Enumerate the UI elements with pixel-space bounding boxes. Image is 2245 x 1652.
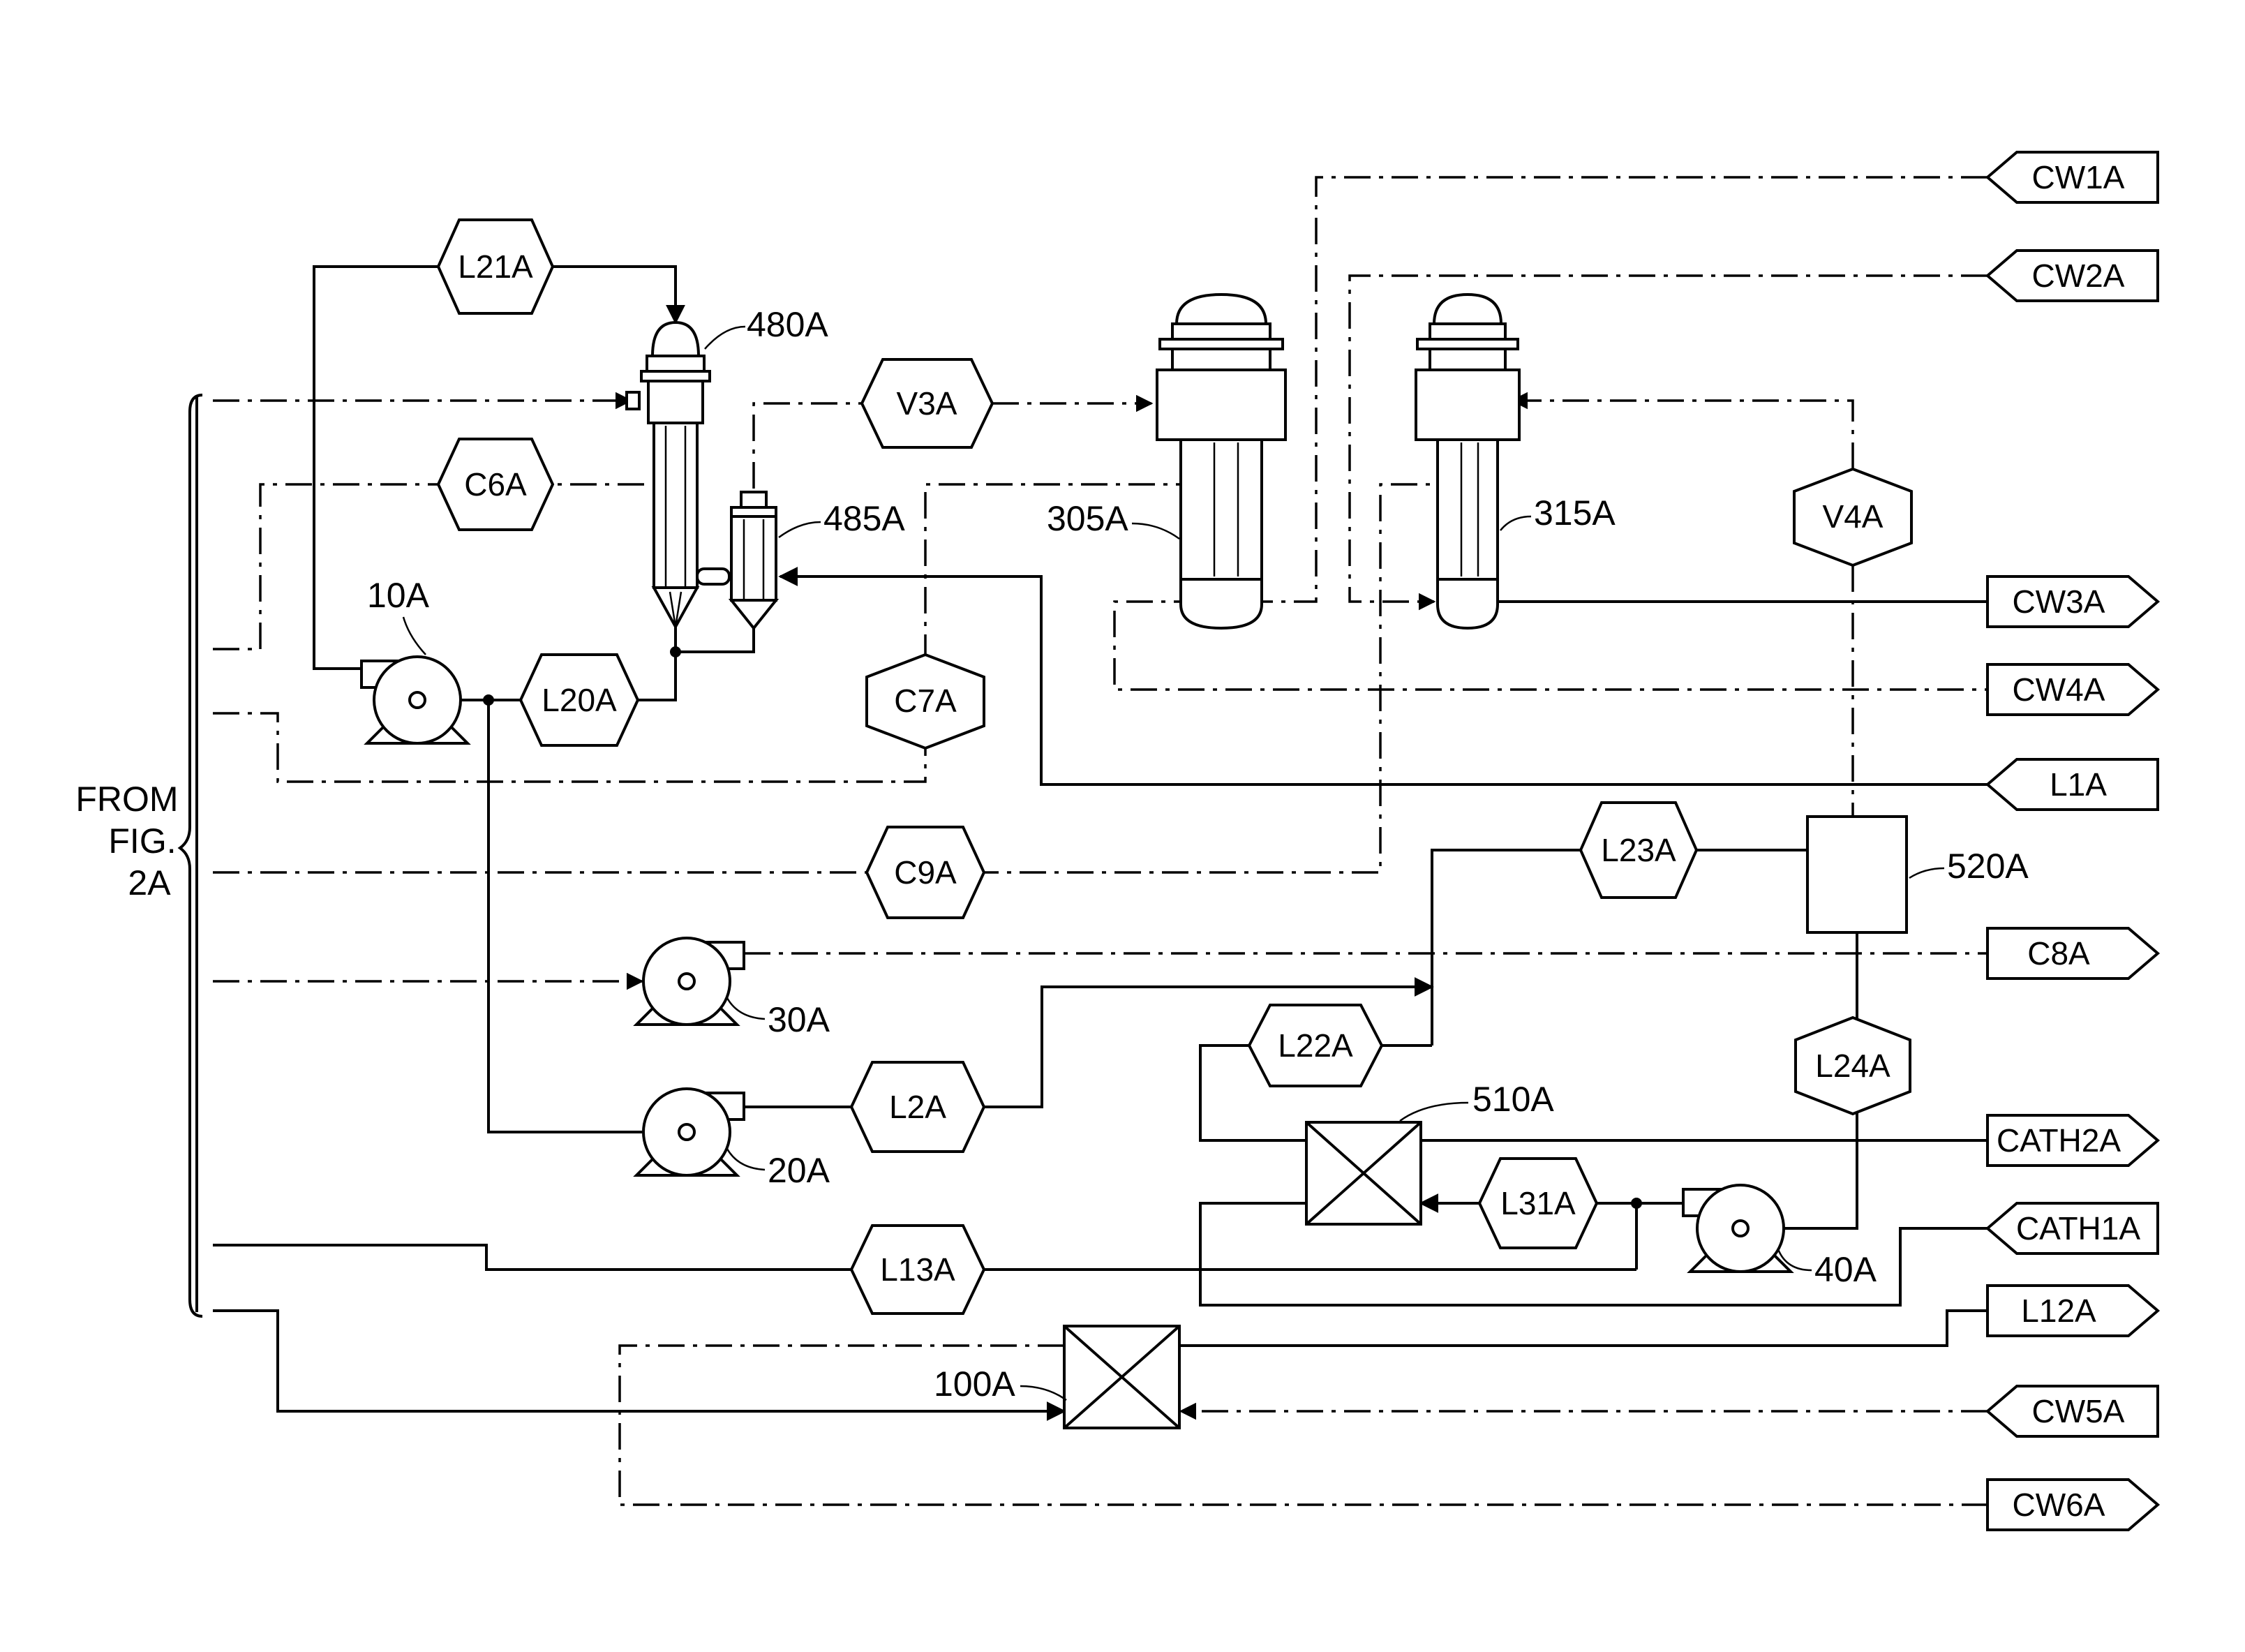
- leader-305: [1132, 523, 1179, 539]
- svg-text:CW5A: CW5A: [2032, 1393, 2125, 1429]
- label-520: 520A: [1947, 847, 2029, 886]
- line-l12: [1179, 1311, 1987, 1346]
- svg-text:C6A: C6A: [464, 466, 527, 503]
- leader-485: [779, 522, 821, 537]
- junction-dot: [483, 694, 494, 706]
- stream-tag-v4: V4A: [1794, 469, 1911, 565]
- connector-cath1: CATH1A: [1987, 1203, 2158, 1253]
- condenser-305: [1157, 295, 1285, 628]
- stream-tag-l21: L21A: [438, 220, 553, 313]
- label-pump-10: 10A: [367, 576, 430, 615]
- svg-text:L24A: L24A: [1815, 1048, 1890, 1084]
- from-note-line2: FIG.: [108, 821, 176, 861]
- leader-315: [1500, 516, 1531, 530]
- junction-dot: [1631, 1198, 1642, 1209]
- pump-40: [1683, 1185, 1791, 1272]
- svg-text:L13A: L13A: [880, 1251, 955, 1288]
- left-brace: [180, 395, 202, 1316]
- svg-text:L1A: L1A: [2050, 766, 2107, 803]
- separator-485: [731, 492, 776, 628]
- svg-text:CW2A: CW2A: [2032, 258, 2125, 294]
- svg-text:CATH1A: CATH1A: [2016, 1210, 2140, 1247]
- label-480: 480A: [747, 305, 828, 344]
- svg-text:L12A: L12A: [2021, 1293, 2096, 1329]
- leader-pump-20: [727, 1149, 765, 1170]
- svg-text:V3A: V3A: [897, 385, 957, 422]
- from-note-line3: 2A: [128, 863, 171, 902]
- connector-cw5: CW5A: [1987, 1386, 2158, 1436]
- pump-20: [636, 1089, 744, 1175]
- svg-text:CATH2A: CATH2A: [1997, 1122, 2121, 1159]
- svg-text:V4A: V4A: [1823, 498, 1884, 535]
- svg-text:CW6A: CW6A: [2013, 1487, 2105, 1523]
- svg-text:CW4A: CW4A: [2013, 671, 2105, 708]
- line-branch-20: [488, 700, 642, 1132]
- stream-tag-l2: L2A: [851, 1062, 984, 1152]
- connector-cath2: CATH2A: [1987, 1115, 2158, 1166]
- exchanger-100: [1064, 1326, 1179, 1428]
- connector-cw6: CW6A: [1987, 1480, 2158, 1530]
- connector-cw4: CW4A: [1987, 664, 2158, 715]
- connector-c8: C8A: [1987, 928, 2158, 978]
- svg-text:L23A: L23A: [1601, 832, 1676, 868]
- dd-v3-up: [754, 403, 862, 489]
- stream-tag-l22: L22A: [1249, 1005, 1382, 1086]
- label-315: 315A: [1534, 493, 1616, 533]
- stream-tag-l24: L24A: [1796, 1018, 1910, 1114]
- leader-pump-10: [403, 617, 426, 655]
- dd-c6: [213, 484, 650, 649]
- connector-l1: L1A: [1987, 759, 2158, 810]
- dd-v4: [1512, 401, 1853, 469]
- exchanger-510: [1306, 1122, 1421, 1224]
- pump-30: [636, 938, 744, 1025]
- connector-cw3: CW3A: [1987, 576, 2158, 627]
- svg-text:L21A: L21A: [458, 248, 533, 285]
- svg-text:C9A: C9A: [894, 854, 957, 891]
- label-100: 100A: [934, 1364, 1015, 1404]
- connector-l12: L12A: [1987, 1286, 2158, 1336]
- leader-520: [1909, 868, 1944, 878]
- junction-dot: [670, 646, 681, 657]
- label-510: 510A: [1472, 1080, 1554, 1119]
- condenser-315: [1416, 295, 1519, 628]
- stream-tag-l13: L13A: [851, 1226, 984, 1314]
- label-305: 305A: [1047, 499, 1128, 538]
- label-pump-40: 40A: [1814, 1250, 1877, 1289]
- stream-tag-c6: C6A: [438, 439, 553, 530]
- stream-tag-l31: L31A: [1479, 1159, 1597, 1248]
- svg-text:L2A: L2A: [889, 1089, 946, 1125]
- svg-text:L20A: L20A: [542, 682, 617, 718]
- stream-tag-v3: V3A: [862, 359, 992, 447]
- svg-text:L22A: L22A: [1278, 1027, 1353, 1064]
- connector-cw2: CW2A: [1987, 251, 2158, 301]
- leader-480: [705, 327, 745, 349]
- leader-100: [1020, 1386, 1066, 1400]
- stream-tag-l20: L20A: [521, 655, 638, 745]
- stream-tag-l23: L23A: [1581, 803, 1696, 898]
- stream-tag-c9: C9A: [867, 827, 984, 918]
- svg-text:CW1A: CW1A: [2032, 159, 2125, 195]
- leader-pump-30: [727, 998, 765, 1019]
- from-note-line1: FROM: [75, 780, 178, 819]
- connector-cw1: CW1A: [1987, 152, 2158, 202]
- label-pump-30: 30A: [768, 1000, 830, 1039]
- pump-10: [361, 657, 468, 743]
- line-485-bottom: [676, 628, 754, 652]
- dd-cw6: [620, 1346, 1987, 1505]
- vessel-520: [1807, 817, 1907, 932]
- label-pump-20: 20A: [768, 1151, 830, 1190]
- svg-text:L31A: L31A: [1500, 1185, 1576, 1221]
- svg-text:C7A: C7A: [894, 683, 957, 719]
- label-485: 485A: [823, 499, 905, 538]
- svg-text:C8A: C8A: [2027, 935, 2090, 972]
- leader-510: [1400, 1103, 1468, 1121]
- svg-text:CW3A: CW3A: [2013, 583, 2105, 620]
- column-connector: [697, 569, 729, 584]
- stream-tag-c7: C7A: [867, 655, 984, 748]
